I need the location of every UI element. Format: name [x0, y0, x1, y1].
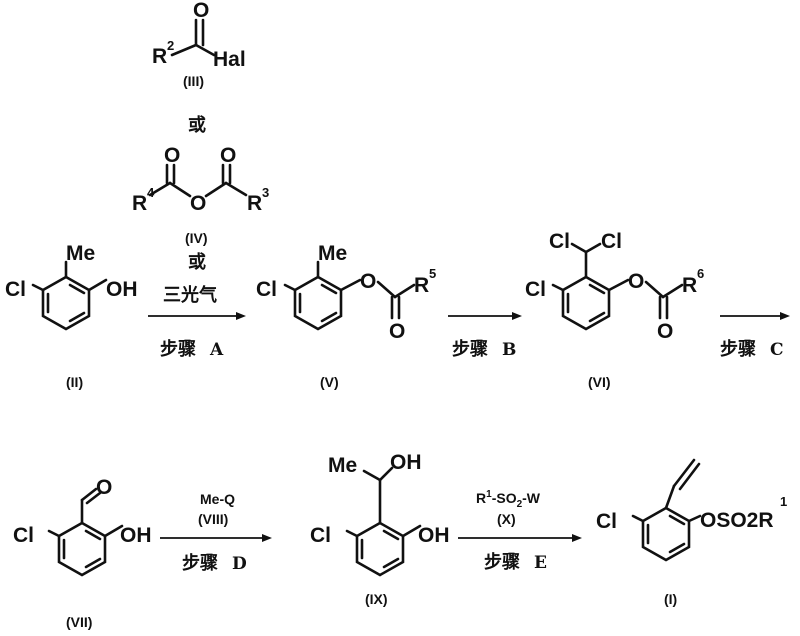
step-B-letter: B	[502, 340, 516, 360]
r1-superscript: 1	[780, 494, 787, 509]
methyl-label: Me	[66, 242, 95, 265]
oxygen-atom-left: O	[164, 144, 180, 167]
step-C-chinese: 步骤	[720, 338, 756, 360]
compound-label-IX: (IX)	[365, 591, 388, 607]
chloro-label: Cl	[5, 278, 26, 301]
compound-label-IV: (IV)	[185, 230, 208, 246]
r3-group: R	[247, 192, 262, 215]
r5-superscript: 5	[429, 266, 436, 281]
methyl-label: Me	[328, 454, 357, 477]
step-D-letter: D	[232, 554, 247, 574]
compound-V: Me Cl O O R 5 (V)	[256, 242, 436, 390]
step-D-reagent: Me-Q	[200, 491, 235, 507]
compound-I: Cl OSO2R 1 (I)	[596, 458, 787, 607]
compound-label-VII: (VII)	[66, 614, 92, 630]
step-E-reagent-label: (X)	[497, 511, 516, 527]
r6-group: R	[682, 274, 697, 297]
bridging-oxygen: O	[190, 192, 206, 215]
hydroxyl-label: OH	[106, 278, 138, 301]
step-D-arrow: Me-Q (VIII) 步骤 D	[160, 491, 272, 574]
step-B-arrow: 步骤 B	[448, 312, 522, 360]
ester-oxygen: O	[360, 270, 376, 293]
step-A-chinese: 步骤	[160, 338, 196, 360]
hydroxyl-label: OH	[120, 524, 152, 547]
compound-label-I: (I)	[664, 591, 677, 607]
dichloro-cl-right: Cl	[601, 230, 622, 253]
phenol-hydroxyl: OH	[418, 524, 450, 547]
aldehyde-oxygen: O	[96, 476, 112, 499]
compound-label-III: (III)	[183, 73, 204, 89]
compound-label-II: (II)	[66, 374, 83, 390]
carbinol-hydroxyl: OH	[390, 451, 422, 474]
r6-superscript: 6	[697, 266, 704, 281]
step-B-chinese: 步骤	[452, 338, 488, 360]
step-E-letter: E	[534, 553, 547, 573]
chloro-label: Cl	[596, 510, 617, 533]
anhydride-IV: O O O R 4 R 3 (IV)	[132, 144, 269, 246]
or-text-2: 或	[188, 251, 206, 273]
ester-oxygen: O	[628, 270, 644, 293]
carbonyl-oxygen: O	[389, 320, 405, 343]
step-A-letter: A	[209, 340, 224, 360]
carbonyl-oxygen: O	[657, 320, 673, 343]
dichloro-cl-left: Cl	[549, 230, 570, 253]
step-E-chinese: 步骤	[484, 551, 520, 573]
step-A-arrow: 步骤 A	[148, 312, 246, 360]
r5-group: R	[414, 274, 429, 297]
oxygen-atom: O	[193, 0, 209, 22]
halogen-label: Hal	[213, 48, 246, 71]
chloro-label: Cl	[256, 278, 277, 301]
step-D-chinese: 步骤	[182, 552, 218, 574]
chloro-label: Cl	[525, 278, 546, 301]
step-E-arrow: R1-SO2-W (X) 步骤 E	[458, 489, 582, 573]
sulfonate-group: OSO2R	[700, 509, 774, 532]
triphosgene-text: 三光气	[163, 284, 217, 306]
compound-IX: Me OH Cl OH (IX)	[310, 451, 450, 607]
step-C-letter: C	[770, 340, 784, 360]
compound-VII: O Cl OH (VII)	[13, 476, 152, 630]
acyl-halide-III: O R 2 Hal (III)	[152, 0, 246, 89]
chloro-label: Cl	[310, 524, 331, 547]
r2-superscript: 2	[167, 38, 174, 53]
chloro-label: Cl	[13, 524, 34, 547]
r2-group: R	[152, 45, 167, 68]
step-D-reagent-label: (VIII)	[198, 511, 228, 527]
methyl-label: Me	[318, 242, 347, 265]
r4-superscript: 4	[147, 185, 155, 200]
compound-label-VI: (VI)	[588, 374, 611, 390]
r3-superscript: 3	[262, 185, 269, 200]
compound-II: Me Cl OH (II)	[5, 242, 138, 390]
step-E-reagent: R1-SO2-W	[476, 489, 541, 510]
step-C-arrow: 步骤 C	[720, 312, 790, 360]
or-text-1: 或	[188, 114, 206, 136]
r4-group: R	[132, 192, 147, 215]
compound-VI: Cl Cl Cl O O R 6 (VI)	[525, 230, 704, 390]
compound-label-V: (V)	[320, 374, 339, 390]
oxygen-atom-right: O	[220, 144, 236, 167]
